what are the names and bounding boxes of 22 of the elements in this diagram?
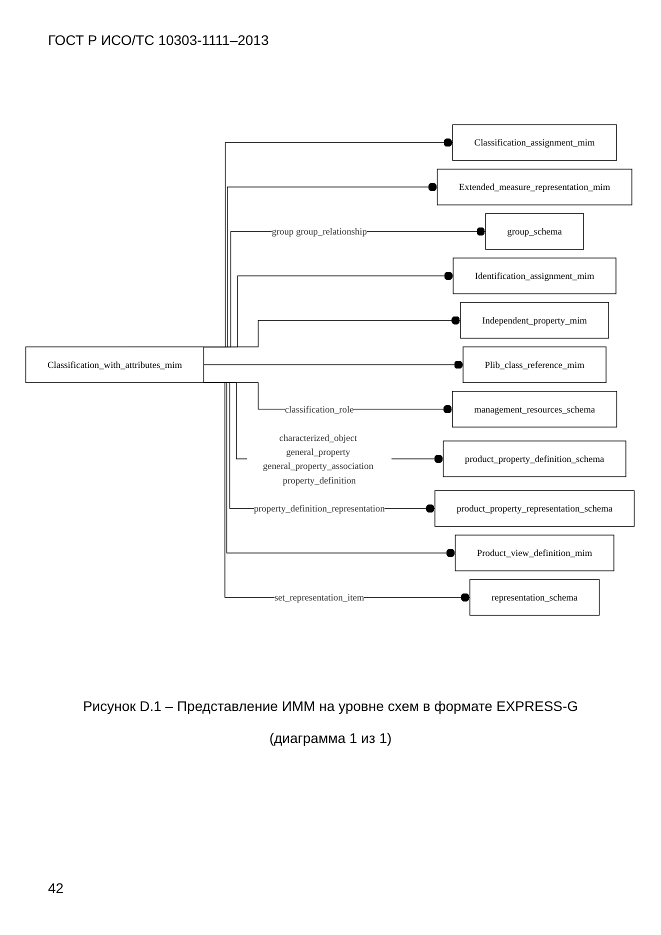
- node-box: Classification_assignment_mim: [452, 124, 617, 161]
- node-box: Independent_property_mim: [460, 302, 610, 339]
- node-box: group_schema: [485, 213, 584, 250]
- node-box: management_resources_schema: [452, 390, 618, 428]
- connector: [203, 360, 464, 370]
- figure-caption: Рисунок D.1 – Представление ИММ на уровне схем в формате EXPRESS-G: [82, 698, 580, 714]
- diagram-note: (диаграмма 1 из 1): [268, 730, 393, 746]
- node-box: product_property_definition_schema: [442, 440, 626, 478]
- node-box: Classification_with_attributes_mim: [25, 346, 204, 383]
- node-box: Extended_measure_representation_mim: [436, 168, 632, 206]
- edge-label: set_representation_item: [274, 592, 364, 603]
- node-box: Plib_class_reference_mim: [462, 346, 606, 383]
- edge-label: classification_role: [284, 404, 354, 414]
- node-box: representation_schema: [470, 579, 600, 616]
- page-number: 42: [48, 880, 64, 896]
- page-header: ГОСТ Р ИСО/ТС 10303-1111–2013: [48, 32, 269, 48]
- edge-label: characterized_object general_property general_property_association property_definition: [262, 432, 374, 486]
- node-box: product_property_representation_schema: [434, 490, 635, 527]
- node-box: Identification_assignment_mim: [452, 258, 616, 294]
- node-box: Product_view_definition_mim: [454, 534, 614, 572]
- edge-label: group group_relationship: [272, 226, 367, 237]
- edge-label: property_definition_representation: [254, 502, 385, 514]
